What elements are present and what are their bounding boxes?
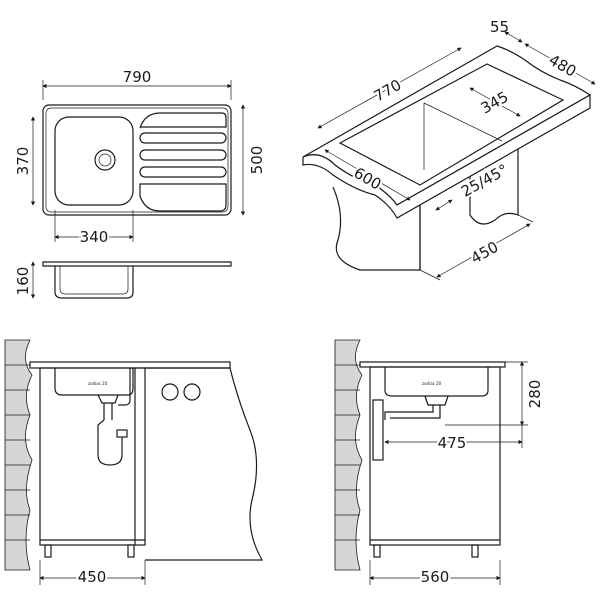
sink-stamp: zodiac 20 xyxy=(88,381,108,386)
cabinet xyxy=(39,367,146,546)
dim-edge-offset: 55 xyxy=(490,18,509,36)
front-install-view: zodiac 20 450 xyxy=(4,339,264,588)
dim-drain-offset: 475 xyxy=(438,434,467,452)
side-install-view: zodiac 20 280 475 560 xyxy=(334,339,544,588)
bowl xyxy=(54,116,134,206)
dim-height: 160 xyxy=(14,267,32,296)
siphon xyxy=(97,368,131,466)
dim-width: 790 xyxy=(123,68,152,86)
dim-front-cabinet-width: 450 xyxy=(78,568,107,586)
sink-stamp: zodiac 20 xyxy=(422,381,442,386)
dim-drain-height: 280 xyxy=(526,380,544,409)
plan-view: 790 370 500 340 xyxy=(14,68,266,248)
dim-side-cabinet-width: 560 xyxy=(421,568,450,586)
dim-bowl-width: 340 xyxy=(80,228,109,246)
drain-pipe xyxy=(384,405,441,420)
drainer-grooves xyxy=(139,112,227,212)
brick-wall xyxy=(4,339,33,571)
dim-cutout-length: 770 xyxy=(371,76,405,106)
iso-view: 770 55 480 345 600 25/45° 450 xyxy=(302,18,596,281)
dim-cabinet-depth: 450 xyxy=(468,238,502,268)
brick-wall xyxy=(334,339,363,571)
drain-icon xyxy=(94,149,116,171)
dim-bowl-depth: 370 xyxy=(14,147,32,176)
side-view: 160 xyxy=(14,261,232,299)
cabinet xyxy=(369,366,501,546)
dim-depth: 500 xyxy=(248,146,266,175)
